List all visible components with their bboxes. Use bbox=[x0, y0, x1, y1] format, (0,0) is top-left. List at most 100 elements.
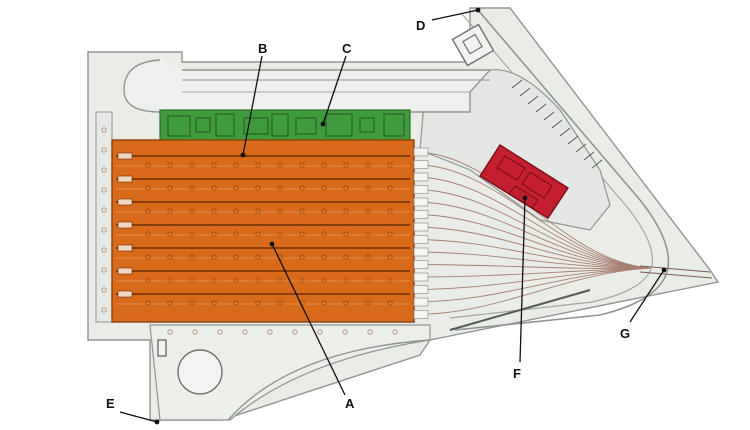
shed-column bbox=[255, 231, 261, 237]
fan-track bbox=[413, 226, 651, 269]
shed-column bbox=[387, 185, 393, 191]
shed-column bbox=[365, 231, 371, 237]
platform-end bbox=[117, 244, 133, 252]
shed-column bbox=[365, 277, 371, 283]
west-strip bbox=[95, 111, 113, 323]
shed-column bbox=[233, 208, 239, 214]
platform-head bbox=[413, 297, 429, 307]
shed-column bbox=[343, 162, 349, 168]
station-building bbox=[159, 109, 411, 143]
platform-head bbox=[413, 235, 429, 244]
shed-column bbox=[167, 162, 173, 168]
shed-column bbox=[189, 300, 195, 306]
shed-column bbox=[277, 185, 283, 191]
parking-bays bbox=[511, 79, 603, 169]
platform-head bbox=[413, 197, 429, 207]
shed-column bbox=[321, 185, 327, 191]
shed-column bbox=[299, 254, 305, 260]
lower-access-road bbox=[449, 289, 591, 331]
shed-column bbox=[299, 185, 305, 191]
shed-column bbox=[277, 162, 283, 168]
fan-track bbox=[413, 264, 651, 269]
callout-B: B bbox=[240, 41, 267, 158]
roundabout bbox=[177, 349, 223, 395]
callout-label-b: B bbox=[258, 41, 267, 56]
service-building-rooms bbox=[496, 155, 553, 209]
platform-end bbox=[117, 290, 133, 298]
shed-column bbox=[211, 162, 217, 168]
track-fan bbox=[413, 147, 651, 319]
shed-column bbox=[255, 208, 261, 214]
platform-end bbox=[117, 267, 133, 275]
south-plaza-columns bbox=[167, 329, 398, 335]
callout-E: E bbox=[106, 396, 160, 425]
shed-column bbox=[277, 208, 283, 214]
shed-column bbox=[387, 300, 393, 306]
shed-column bbox=[167, 277, 173, 283]
shed-column bbox=[387, 254, 393, 260]
train-shed-platforms bbox=[116, 152, 410, 305]
shed-column bbox=[299, 208, 305, 214]
shed-column bbox=[321, 254, 327, 260]
shed-column bbox=[321, 277, 327, 283]
shed-column bbox=[365, 185, 371, 191]
shed-column bbox=[189, 185, 195, 191]
perimeter-road-inner bbox=[449, 13, 654, 319]
shed-column bbox=[167, 185, 173, 191]
shed-column bbox=[189, 254, 195, 260]
fan-track bbox=[413, 267, 651, 315]
callout-G: G bbox=[620, 267, 667, 341]
shed-column bbox=[167, 254, 173, 260]
west-strip-columns bbox=[101, 127, 107, 313]
shed-column bbox=[343, 208, 349, 214]
fan-track bbox=[413, 214, 651, 269]
callout-label-d: D bbox=[416, 18, 425, 33]
platform-head bbox=[413, 247, 429, 257]
platform-head bbox=[413, 185, 429, 194]
shed-column bbox=[233, 162, 239, 168]
platform-head bbox=[413, 310, 429, 319]
shed-column bbox=[387, 208, 393, 214]
callout-label-e: E bbox=[106, 396, 115, 411]
shed-column bbox=[365, 254, 371, 260]
shed-column bbox=[189, 231, 195, 237]
south-kiosk bbox=[157, 339, 167, 357]
callout-D: D bbox=[416, 7, 481, 33]
shed-column bbox=[321, 208, 327, 214]
callout-label-a: A bbox=[345, 396, 355, 411]
shed-column bbox=[387, 162, 393, 168]
shed-column bbox=[145, 208, 151, 214]
shed-column bbox=[299, 162, 305, 168]
shed-column bbox=[211, 300, 217, 306]
shed-column bbox=[233, 300, 239, 306]
platform-head bbox=[413, 210, 429, 219]
platform-head bbox=[413, 272, 429, 282]
south-plaza bbox=[149, 324, 431, 421]
fan-track bbox=[413, 164, 651, 269]
callout-C: C bbox=[320, 41, 352, 127]
callout-label-c: C bbox=[342, 41, 352, 56]
shed-column bbox=[233, 254, 239, 260]
shed-column bbox=[387, 231, 393, 237]
shed-column bbox=[167, 208, 173, 214]
shed-column bbox=[343, 185, 349, 191]
fan-track bbox=[413, 267, 651, 290]
shed-column bbox=[343, 277, 349, 283]
fan-track bbox=[413, 189, 651, 269]
train-shed bbox=[111, 139, 415, 323]
shed-column bbox=[321, 231, 327, 237]
platform-head bbox=[413, 260, 429, 269]
fan-track bbox=[413, 239, 651, 269]
shed-column bbox=[145, 231, 151, 237]
shed-column bbox=[233, 231, 239, 237]
platform-end bbox=[117, 198, 133, 206]
shed-column bbox=[365, 300, 371, 306]
shed-column bbox=[145, 254, 151, 260]
shed-column bbox=[277, 231, 283, 237]
shed-column bbox=[299, 277, 305, 283]
shed-column bbox=[255, 300, 261, 306]
shed-column bbox=[343, 231, 349, 237]
shed-column bbox=[255, 162, 261, 168]
shed-column bbox=[189, 162, 195, 168]
shed-column bbox=[167, 300, 173, 306]
